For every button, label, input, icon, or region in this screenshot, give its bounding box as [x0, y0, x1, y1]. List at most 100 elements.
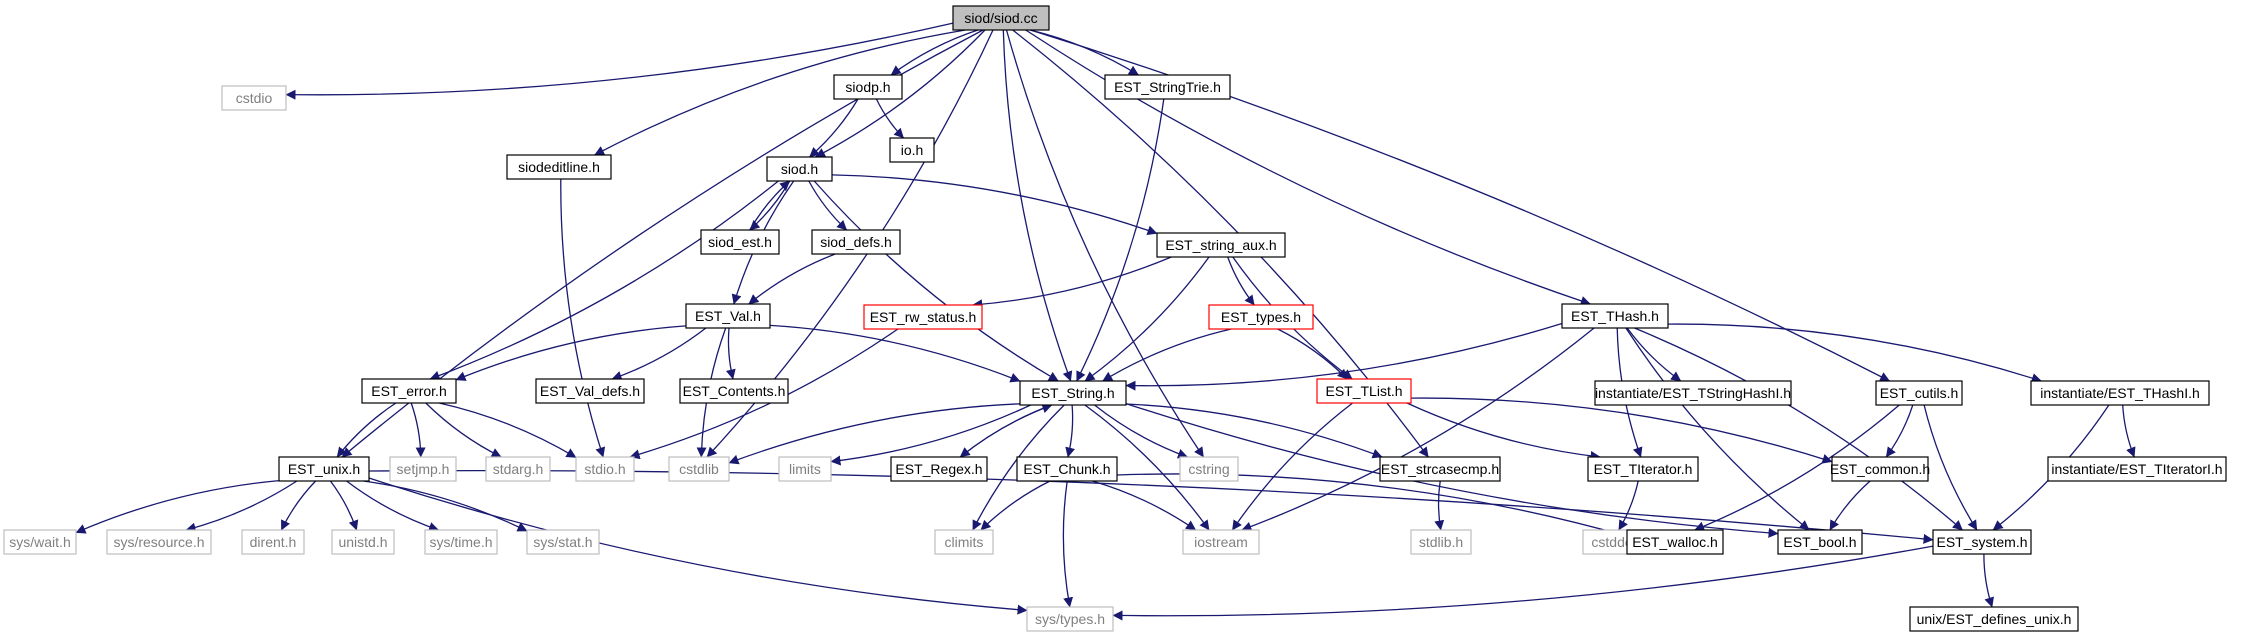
node-siod-h[interactable]: siod.h [766, 156, 833, 182]
node-label-siod-defs-h: siod_defs.h [820, 234, 892, 250]
node-box-setjmp-h [389, 456, 457, 482]
node-label-siod-cc: siod/siod.cc [964, 10, 1037, 26]
edge-types-h-to-string-h [1102, 328, 1232, 382]
edge-val-h-to-contents-h [725, 327, 736, 380]
edge-siodp-h-to-siod-h [809, 98, 859, 158]
edge-string-aux-h-to-rw-status-h [972, 256, 1172, 310]
node-label-wait-h: sys/wait.h [9, 534, 70, 550]
node-box-siod-est-h [700, 229, 780, 255]
node-box-limits [778, 456, 832, 482]
node-box-val-h [685, 303, 771, 329]
node-label-walloc-h: EST_walloc.h [1632, 534, 1718, 550]
edge-siod-cc-to-cstring [1005, 29, 1205, 458]
node-cutils-h[interactable]: EST_cutils.h [1875, 380, 1963, 406]
edge-unix-h-to-wait-h [75, 479, 280, 534]
node-siod-est-h[interactable]: siod_est.h [700, 229, 780, 255]
node-siod-defs-h[interactable]: siod_defs.h [811, 229, 901, 255]
node-thash-h[interactable]: EST_THash.h [1561, 303, 1669, 329]
edge-error-h-to-stdarg-h [425, 402, 502, 458]
node-string-aux-h[interactable]: EST_string_aux.h [1156, 232, 1286, 258]
edge-string-h-to-cstdlib [728, 403, 1021, 465]
node-stdio-h: stdio.h [575, 456, 635, 482]
edge-siodeditline-h-to-stdio-h [560, 178, 606, 458]
node-label-siod-h: siod.h [781, 161, 818, 177]
node-label-setjmp-h: setjmp.h [397, 461, 450, 477]
node-strcasecmp-h[interactable]: EST_strcasecmp.h [1379, 456, 1501, 482]
edge-thash-h-to-bool-h [1625, 327, 1810, 531]
node-system-h[interactable]: EST_system.h [1932, 529, 2032, 555]
node-label-common-h: EST_common.h [1830, 461, 1930, 477]
edge-siod-h-to-siod-defs-h [808, 180, 848, 231]
node-label-climits: climits [945, 534, 984, 550]
edge-siod-cc-to-string-h [1002, 29, 1073, 382]
node-types-h[interactable]: EST_types.h [1208, 304, 1314, 330]
node-label-siodeditline-h: siodeditline.h [518, 159, 600, 175]
edge-error-h-to-unix-h [336, 402, 397, 458]
node-rw-status-h[interactable]: EST_rw_status.h [863, 304, 983, 330]
node-siodp-h[interactable]: siodp.h [833, 74, 903, 100]
node-regex-h[interactable]: EST_Regex.h [890, 456, 988, 482]
file-nodes: siod/siod.cc cstdio siodp.h EST_StringTrie.… [3, 5, 2227, 632]
node-siod-cc[interactable]: siod/siod.cc [952, 5, 1050, 31]
node-box-siod-defs-h [811, 229, 901, 255]
node-thashi-h[interactable]: instantiate/EST_THashI.h [2030, 380, 2210, 406]
edge-siod-est-h-to-siod-h [749, 180, 791, 231]
edge-siod-defs-h-to-val-h [748, 253, 836, 305]
node-chunk-h[interactable]: EST_Chunk.h [1016, 456, 1118, 482]
edge-regex-h-to-string-h [959, 403, 1053, 458]
edge-unix-h-to-systypes-h [368, 477, 1028, 615]
node-label-cstring: cstring [1188, 461, 1229, 477]
node-label-cstdio: cstdio [236, 90, 273, 106]
node-systime-h: sys/time.h [424, 529, 498, 555]
node-bool-h[interactable]: EST_bool.h [1777, 529, 1863, 555]
node-sysstat-h: sys/stat.h [526, 529, 600, 555]
node-label-strcasecmp-h: EST_strcasecmp.h [1381, 461, 1499, 477]
edge-siod-cc-to-trie-h [1029, 29, 1139, 76]
node-contents-h[interactable]: EST_Contents.h [679, 378, 789, 404]
node-label-tlist-h: EST_TList.h [1325, 383, 1402, 399]
node-label-contents-h: EST_Contents.h [683, 383, 786, 399]
node-defines-unix-h[interactable]: unix/EST_defines_unix.h [1909, 606, 2079, 632]
node-box-siod-h [766, 156, 833, 182]
node-label-tstringhashi-h: instantiate/EST_TStringHashI.h [1595, 385, 1791, 401]
node-trie-h[interactable]: EST_StringTrie.h [1104, 74, 1231, 100]
node-unistd-h: unistd.h [331, 529, 395, 555]
node-unix-h[interactable]: EST_unix.h [278, 456, 370, 482]
node-label-defines-unix-h: unix/EST_defines_unix.h [1917, 611, 2072, 627]
node-box-cstdlib [668, 456, 730, 482]
node-label-siod-est-h: siod_est.h [708, 234, 772, 250]
node-val-h[interactable]: EST_Val.h [685, 303, 771, 329]
node-label-error-h: EST_error.h [371, 383, 446, 399]
edge-tlist-h-to-titerator-h [1406, 402, 1601, 461]
node-label-unistd-h: unistd.h [338, 534, 387, 550]
node-box-cutils-h [1875, 380, 1963, 406]
node-io-h[interactable]: io.h [889, 137, 935, 163]
node-box-thash-h [1561, 303, 1669, 329]
node-label-iostream: iostream [1194, 534, 1248, 550]
node-box-unistd-h [331, 529, 395, 555]
node-label-bool-h: EST_bool.h [1783, 534, 1856, 550]
node-box-chunk-h [1016, 456, 1118, 482]
node-titeratori-h[interactable]: instantiate/EST_TIteratorI.h [2047, 456, 2227, 482]
node-box-siodeditline-h [506, 154, 612, 180]
node-box-cstring [1179, 456, 1239, 482]
node-tlist-h[interactable]: EST_TList.h [1316, 378, 1412, 404]
node-common-h[interactable]: EST_common.h [1830, 456, 1930, 482]
edge-string-h-to-strcasecmp-h [1125, 403, 1383, 459]
node-box-trie-h [1104, 74, 1231, 100]
node-titerator-h[interactable]: EST_TIterator.h [1587, 456, 1699, 482]
node-val-defs-h[interactable]: EST_Val_defs.h [535, 378, 645, 404]
node-label-limits: limits [789, 461, 821, 477]
edge-error-h-to-setjmp-h [410, 402, 426, 458]
node-label-thashi-h: instantiate/EST_THashI.h [2040, 385, 2200, 401]
node-label-systime-h: sys/time.h [429, 534, 492, 550]
node-string-h[interactable]: EST_String.h [1019, 380, 1127, 406]
node-tstringhashi-h[interactable]: instantiate/EST_TStringHashI.h [1594, 380, 1792, 406]
node-box-systypes-h [1026, 606, 1114, 632]
edge-chunk-h-to-climits [980, 480, 1051, 531]
node-walloc-h[interactable]: EST_walloc.h [1626, 529, 1724, 555]
node-siodeditline-h[interactable]: siodeditline.h [506, 154, 612, 180]
edge-string-h-to-chunk-h [1065, 404, 1076, 458]
node-error-h[interactable]: EST_error.h [361, 378, 457, 404]
